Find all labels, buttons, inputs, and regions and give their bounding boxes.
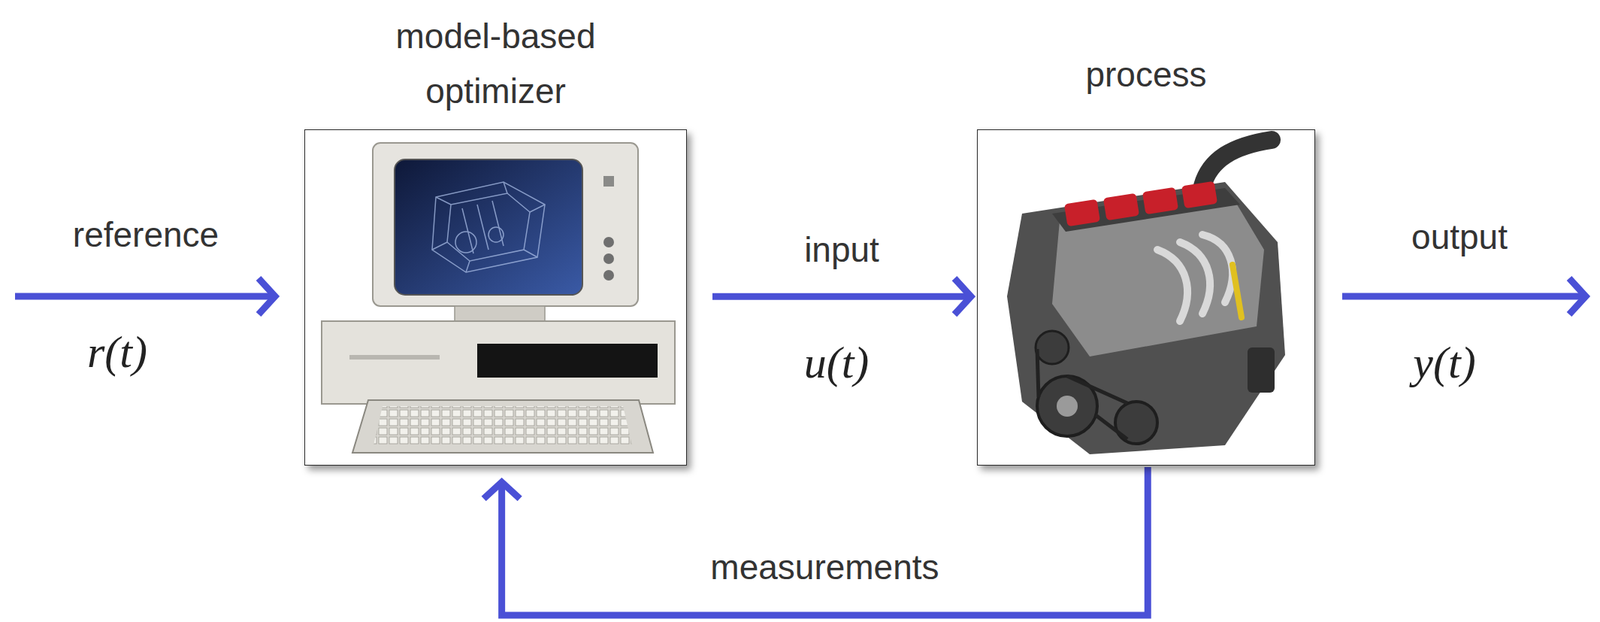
engine-illustration: [1037, 348, 1128, 439]
engine-illustration: [1142, 187, 1179, 215]
computer-illustration: [394, 159, 583, 295]
node-title: process: [1018, 47, 1274, 103]
computer-illustration: [432, 181, 545, 273]
signal-symbol: r(t): [87, 326, 148, 379]
engine-illustration: [1103, 193, 1140, 221]
computer-illustration: [603, 236, 614, 248]
signal-name: measurements: [710, 546, 939, 587]
node-heading: model-based optimizer: [368, 9, 624, 120]
engine-illustration: [1157, 234, 1233, 321]
output-arrow: [1342, 293, 1586, 300]
signal-name: output: [1411, 216, 1508, 258]
computer-illustration: [349, 354, 440, 360]
computer-illustration: [352, 399, 654, 453]
engine-illustration: [1007, 181, 1286, 454]
output-arrow: [1569, 278, 1586, 315]
engine-illustration: [1181, 181, 1218, 209]
reference-arrow: [258, 278, 276, 315]
computer-illustration: [477, 343, 658, 378]
reference-arrow: [15, 293, 276, 300]
signal-connector: [712, 293, 971, 300]
computer-illustration: [304, 129, 687, 466]
reference-arrow: [15, 278, 276, 315]
computer-illustration: [373, 405, 633, 445]
node-heading: process: [1018, 47, 1274, 103]
engine-illustration: [1232, 264, 1242, 318]
computer-illustration: [603, 269, 614, 281]
engine-illustration: [1064, 199, 1101, 227]
engine-illustration: [1157, 249, 1188, 321]
computer-illustration: [447, 193, 530, 261]
computer-illustration: [455, 231, 477, 253]
signal-name: input: [804, 229, 880, 270]
output-arrow: [1342, 278, 1586, 315]
computer-illustration: [432, 181, 545, 273]
computer-illustration: [462, 200, 504, 254]
engine-illustration: [1052, 196, 1265, 357]
optimizer-box: model-based optimizer: [304, 129, 687, 466]
computer-illustration: [321, 320, 675, 404]
computer-illustration: [603, 253, 614, 264]
computer-illustration: [603, 175, 614, 187]
computer-illustration: [432, 181, 545, 273]
engine-illustration: [976, 129, 1316, 466]
computer-illustration: [304, 129, 687, 466]
signal-symbol: y(t): [1412, 336, 1476, 389]
signal-connector: [502, 466, 1149, 615]
engine-illustration: [976, 129, 1316, 466]
engine-illustration: [1115, 401, 1158, 444]
engine-illustration: [1056, 395, 1078, 417]
engine-illustration: [1035, 330, 1069, 364]
node-title: model-based optimizer: [368, 9, 624, 120]
computer-illustration: [454, 305, 545, 321]
engine-illustration: [1247, 347, 1275, 393]
process-box: process: [976, 129, 1316, 466]
computer-illustration: [372, 142, 639, 306]
signal-symbol: u(t): [804, 336, 870, 389]
signal-name: reference: [72, 214, 219, 255]
engine-illustration: [1202, 139, 1272, 186]
